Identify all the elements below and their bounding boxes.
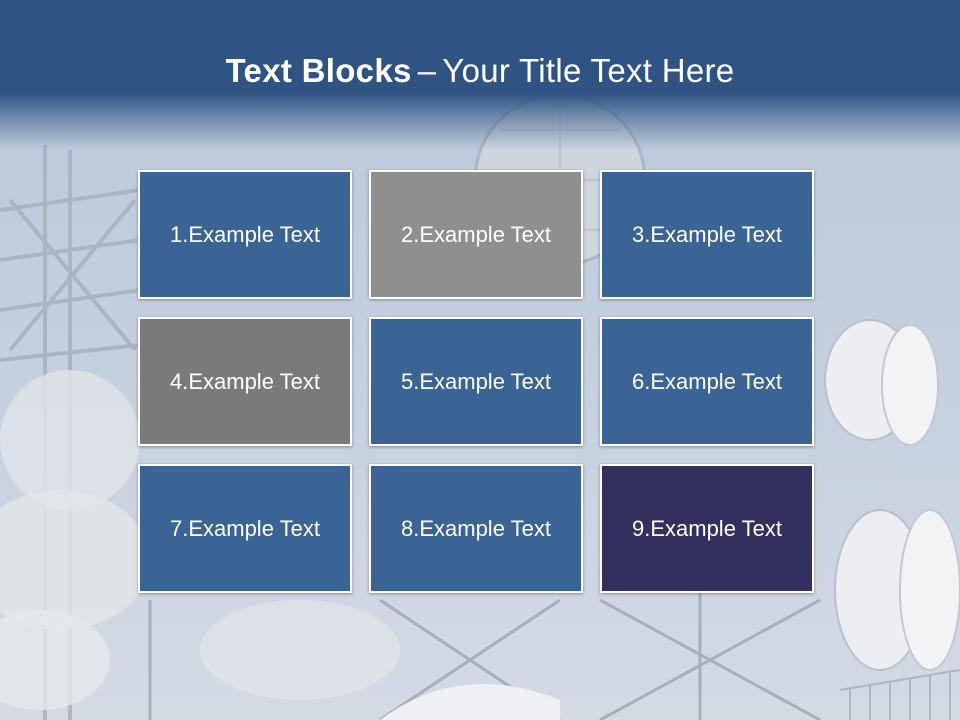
text-block-6[interactable]: 6.Example Text	[600, 317, 814, 446]
text-block-2[interactable]: 2.Example Text	[369, 170, 583, 299]
text-block-5[interactable]: 5.Example Text	[369, 317, 583, 446]
slide-title: Text Blocks–Your Title Text Here	[0, 52, 960, 90]
title-bold: Text Blocks	[225, 52, 412, 89]
title-bar	[0, 0, 960, 150]
title-rest: Your Title Text Here	[442, 52, 735, 89]
text-block-1[interactable]: 1.Example Text	[138, 170, 352, 299]
text-block-7[interactable]: 7.Example Text	[138, 464, 352, 593]
text-block-grid: 1.Example Text 2.Example Text 3.Example …	[138, 170, 814, 593]
text-block-8[interactable]: 8.Example Text	[369, 464, 583, 593]
text-block-9[interactable]: 9.Example Text	[600, 464, 814, 593]
text-block-3[interactable]: 3.Example Text	[600, 170, 814, 299]
title-dash: –	[417, 52, 437, 89]
text-block-4[interactable]: 4.Example Text	[138, 317, 352, 446]
